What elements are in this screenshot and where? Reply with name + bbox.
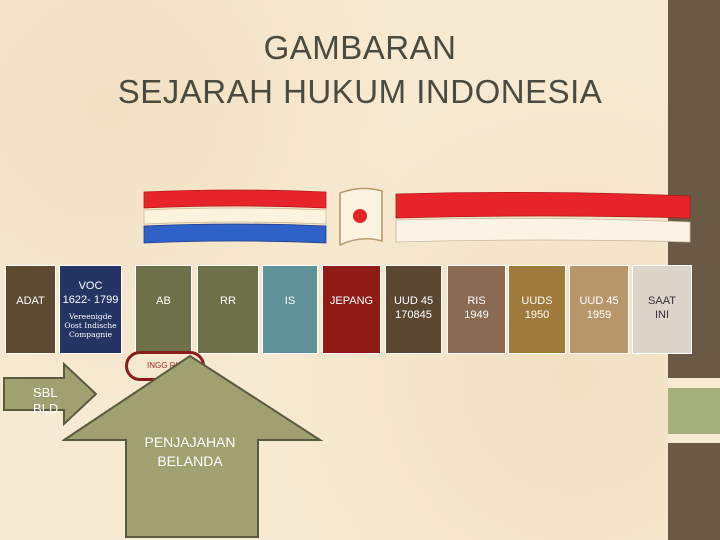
title-line-1: GAMBARAN [263, 29, 457, 66]
sbl-label: SBL BLD [33, 385, 58, 418]
sbl-line-1: SBL [33, 385, 58, 400]
timeline-is: IS [262, 265, 318, 354]
penjajahan-line-2: BELANDA [157, 452, 223, 469]
penjajahan-label: PENJAJAHAN BELANDA [140, 433, 240, 471]
japanese-flag [339, 187, 383, 247]
timeline-ris-years: 1949 [464, 308, 489, 321]
sbl-line-2: BLD [33, 401, 59, 417]
voc-fullname-3: Compagnie [68, 329, 113, 339]
timeline-saat-ini: SAAT INI [632, 265, 692, 354]
timeline-uud45-1945: UUD 45 170845 [385, 265, 442, 354]
timeline-is-label: IS [284, 295, 296, 307]
timeline-voc-label: VOC [78, 280, 103, 292]
timeline-uud45-label: UUD 45 [393, 295, 434, 307]
timeline-ris: RIS 1949 [447, 265, 506, 354]
timeline-saat-ini-label2: INI [654, 308, 670, 321]
voc-fullname-1: Vereenigde [69, 311, 112, 321]
timeline-uuds: UUDS 1950 [508, 265, 566, 354]
timeline-jepang: JEPANG [322, 265, 381, 354]
timeline-ab: AB [135, 265, 192, 354]
timeline-uuds-years: 1950 [524, 308, 550, 321]
title-line-2: SEJARAH HUKUM INDONESIA [117, 73, 603, 111]
timeline-ab-label: AB [156, 295, 171, 307]
timeline-uud45-1959: UUD 45 1959 [569, 265, 629, 354]
timeline-uud45-1959-label: UUD 45 [579, 295, 619, 307]
timeline-rr: RR [197, 265, 259, 354]
timeline-uud45-1959-years: 1959 [586, 308, 612, 321]
sbl-arrow [3, 361, 98, 427]
timeline-uuds-label: UUDS [521, 295, 553, 307]
right-decorative-bar [668, 0, 720, 540]
timeline-adat: ADAT [5, 265, 56, 354]
penjajahan-line-1: PENJAJAHAN [144, 434, 236, 450]
dutch-flag [143, 189, 327, 244]
indonesian-flag [395, 192, 691, 243]
timeline-ris-label: RIS [467, 295, 486, 307]
timeline-rr-label: RR [220, 295, 236, 307]
voc-fullname-2: Oost Indische [64, 320, 117, 330]
timeline-uud45-years: 170845 [395, 308, 432, 321]
timeline-voc: VOC 1622- 1799 Vereenigde Oost Indische … [59, 265, 122, 354]
timeline-saat-ini-label: SAAT [648, 295, 676, 307]
slide-title: GAMBARAN SEJARAH HUKUM INDONESIA [60, 26, 660, 114]
timeline-adat-label: ADAT [16, 295, 45, 307]
timeline-voc-years: 1622- 1799 [62, 293, 119, 306]
timeline-jepang-label: JEPANG [329, 295, 374, 307]
penjajahan-arrow [62, 354, 324, 538]
